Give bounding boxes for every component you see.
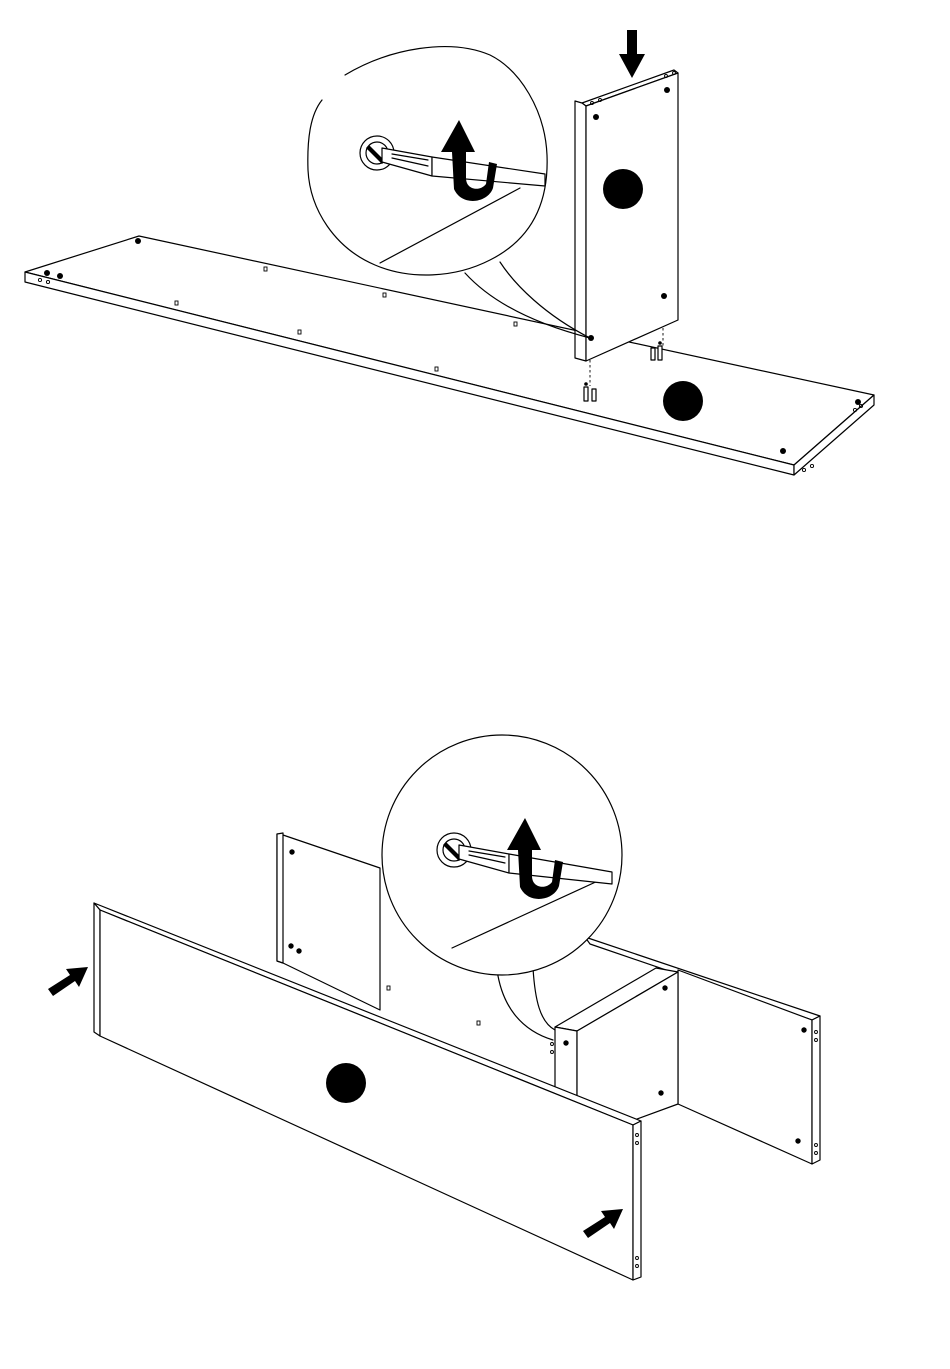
step-2-illustration: [48, 735, 820, 1280]
part-marker: [603, 169, 643, 209]
step-1-illustration: [25, 30, 874, 475]
side-panel: [575, 70, 678, 361]
push-arrow-icon: [48, 967, 88, 996]
part-marker: [663, 381, 703, 421]
zoom-connector: [497, 968, 555, 1040]
bottom-panel: [25, 236, 874, 475]
detail-magnifier: [382, 735, 622, 975]
detail-magnifier: [308, 47, 547, 275]
down-arrow-icon: [619, 30, 645, 78]
part-marker: [326, 1063, 366, 1103]
